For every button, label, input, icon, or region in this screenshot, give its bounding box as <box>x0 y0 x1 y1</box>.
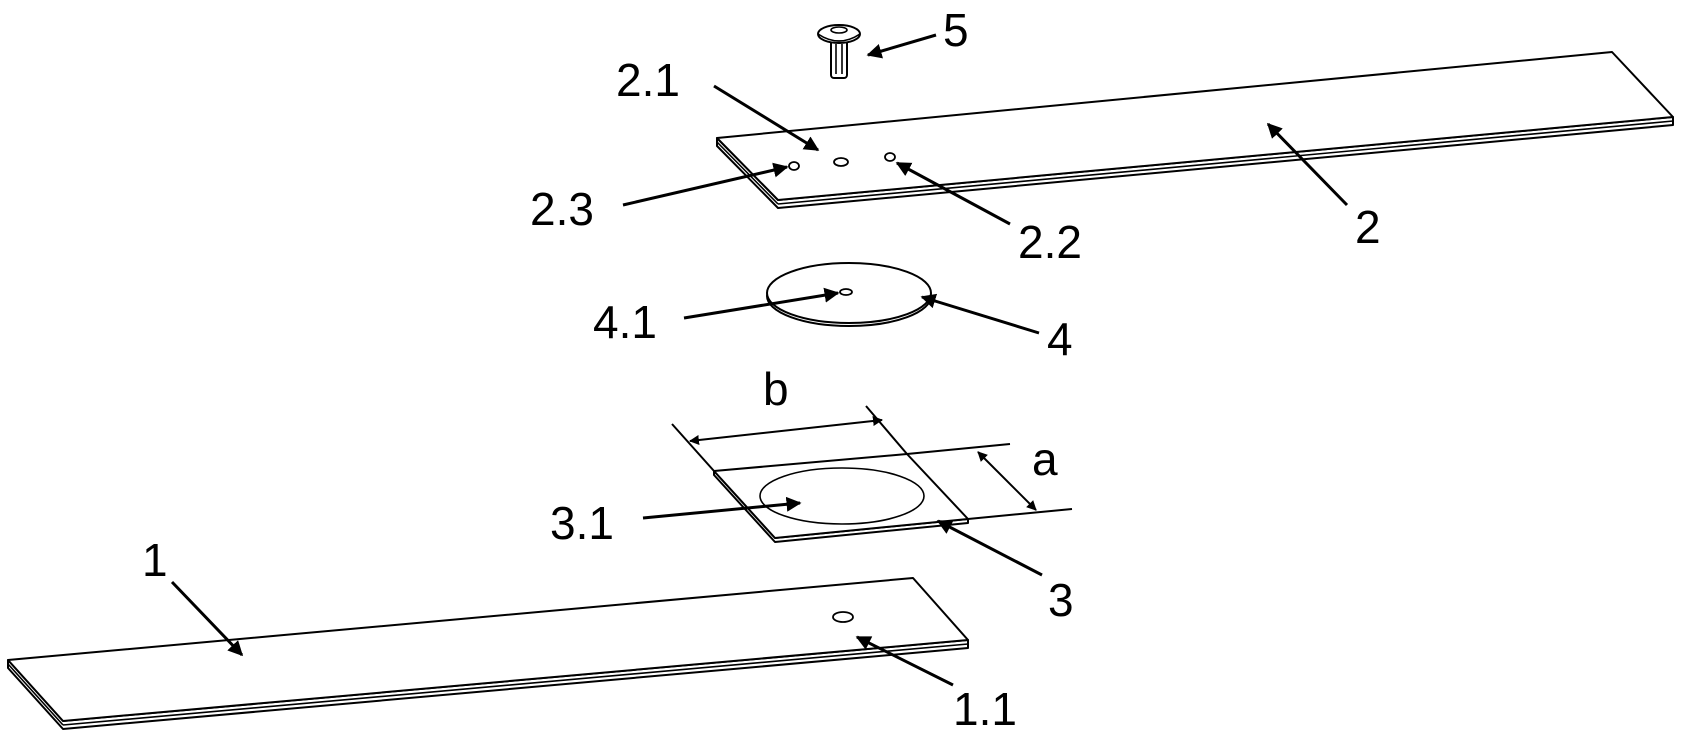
label-2-1: 2.1 <box>616 54 680 106</box>
leader-2 <box>1266 122 1349 207</box>
leader-1-1 <box>855 635 954 687</box>
label-2-3: 2.3 <box>530 183 594 235</box>
label-1-1: 1.1 <box>953 683 1017 735</box>
lower-strip <box>7 577 969 730</box>
side-hole-left <box>788 161 800 171</box>
leader-3 <box>936 519 1043 577</box>
plate-opening <box>759 467 925 525</box>
leader-4 <box>920 293 1040 335</box>
label-4: 4 <box>1047 313 1073 365</box>
disc-center-hole <box>839 288 853 296</box>
leader-2-2 <box>895 161 1011 226</box>
leader-4-1 <box>683 287 840 320</box>
dimension-b <box>671 405 908 472</box>
leader-2-1 <box>713 84 820 152</box>
dimension-a <box>906 443 1073 520</box>
label-4-1: 4.1 <box>593 296 657 348</box>
leader-5 <box>866 33 937 59</box>
label-a: a <box>1032 433 1058 485</box>
label-1: 1 <box>142 534 168 586</box>
label-2: 2 <box>1355 201 1381 253</box>
side-hole-right <box>884 152 896 162</box>
leader-2-3 <box>622 162 789 207</box>
label-3-1: 3.1 <box>550 497 614 549</box>
label-2-2: 2.2 <box>1018 216 1082 268</box>
label-5: 5 <box>943 4 969 56</box>
square-plate <box>713 453 969 543</box>
lower-strip-hole <box>832 611 854 623</box>
leader-3-1 <box>642 496 802 520</box>
label-3: 3 <box>1048 574 1074 626</box>
leader-1 <box>170 580 244 657</box>
disc <box>766 262 932 327</box>
center-hole <box>833 157 849 167</box>
screw <box>817 24 861 79</box>
upper-strip <box>716 51 1674 209</box>
label-b: b <box>763 363 789 415</box>
